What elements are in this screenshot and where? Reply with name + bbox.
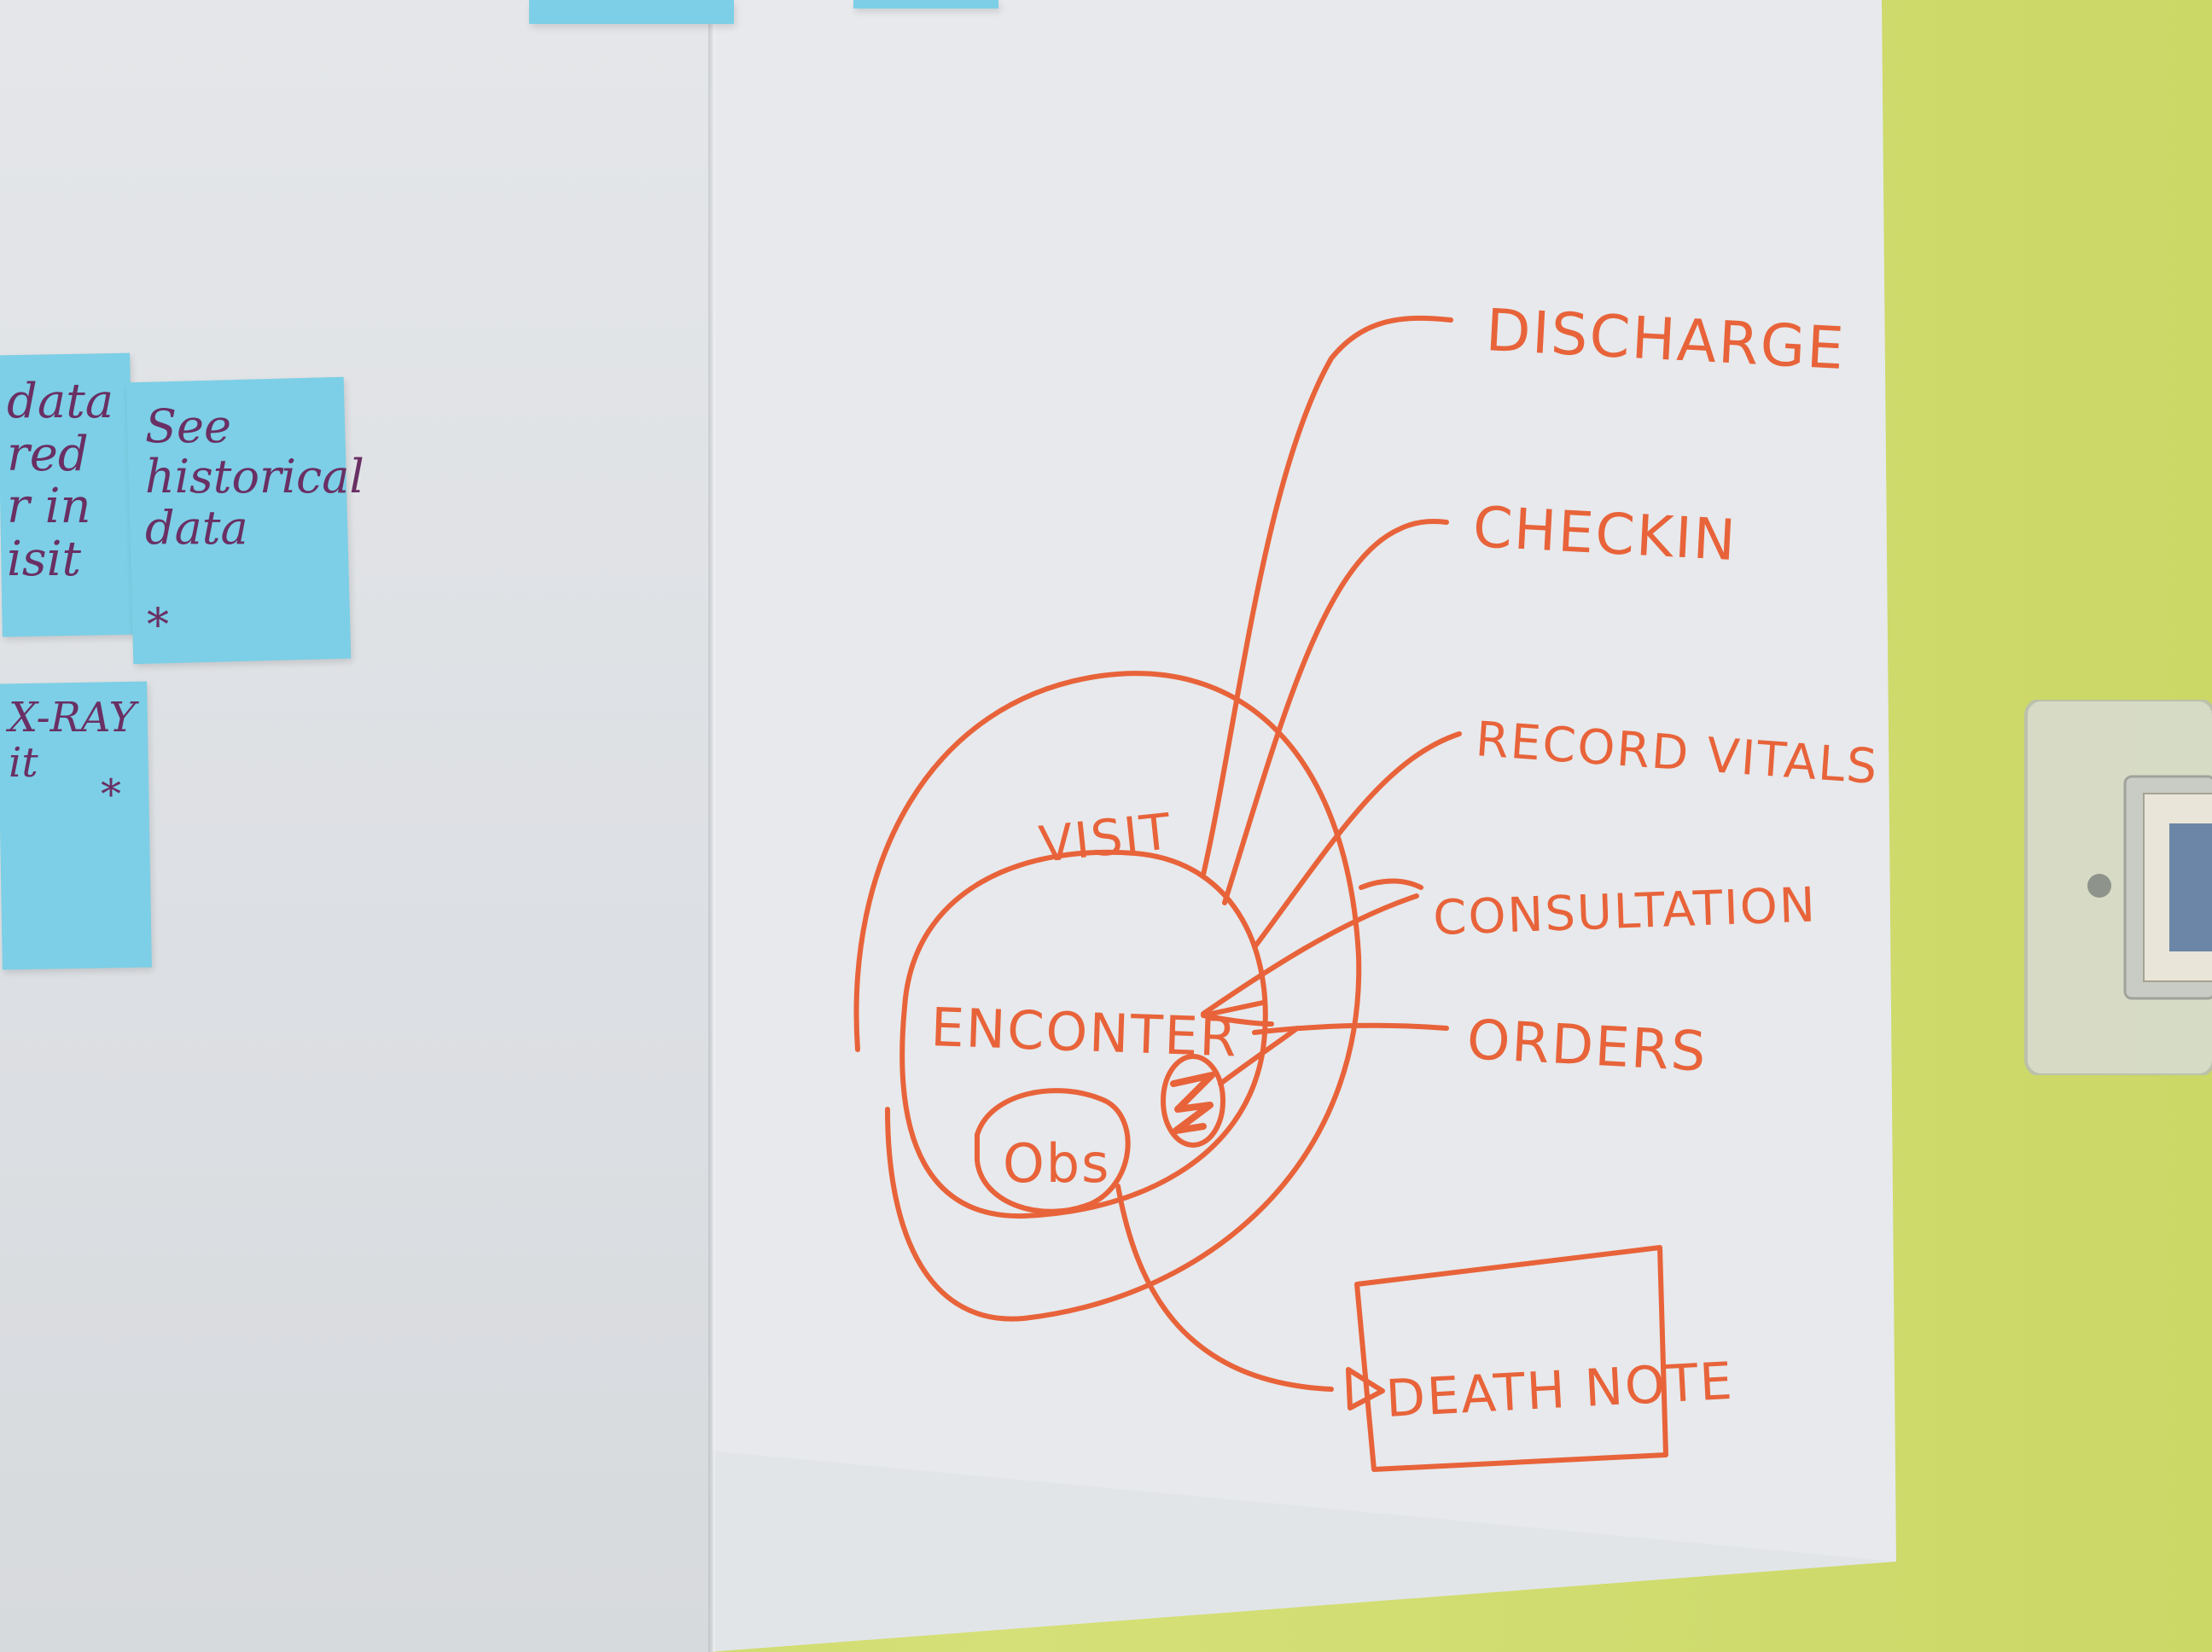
death-note-arrow [1115, 1184, 1334, 1392]
encounter-label: ENCONTER [929, 996, 1238, 1069]
orders-line-to-scribble [1218, 1026, 1300, 1086]
scribble-fill [1170, 1072, 1215, 1134]
record-vitals-line [1252, 731, 1462, 950]
sticky-note-3-text: X-RAY it [9, 694, 137, 787]
wall-device [2024, 700, 2212, 1075]
sticky-note-1-text: data red r in isit [7, 374, 114, 587]
scribble-circle [1161, 1054, 1225, 1148]
sticky-note-2-mark: * [147, 600, 169, 651]
obs-circle [975, 1088, 1131, 1214]
paper-seam [708, 0, 715, 1652]
orders-line [1201, 1000, 1449, 1035]
branch-orders: ORDERS [1465, 1009, 1708, 1085]
death-note-label: DEATH NOTE [1384, 1352, 1735, 1429]
checkin-line [1222, 519, 1449, 905]
death-note-box [1354, 1245, 1668, 1472]
visit-label: VISIT [1036, 802, 1174, 874]
visit-circle [853, 671, 1362, 1322]
consultation-line [1201, 893, 1419, 1016]
consultation-line-2 [1359, 878, 1423, 890]
sticky-tab-top [529, 0, 734, 24]
branch-discharge: DISCHARGE [1484, 297, 1847, 383]
branch-consultation: CONSULTATION [1432, 877, 1818, 946]
sticky-note-3-mark: * [101, 771, 121, 818]
branch-record-vitals: RECORD VITALS [1474, 712, 1880, 795]
discharge-line [1201, 315, 1453, 877]
sticky-note-2-text: See historical data [145, 399, 364, 555]
branch-checkin: CHECKIN [1471, 494, 1738, 573]
sticky-tab-top-right [853, 0, 998, 9]
obs-label: Obs [1003, 1132, 1110, 1195]
